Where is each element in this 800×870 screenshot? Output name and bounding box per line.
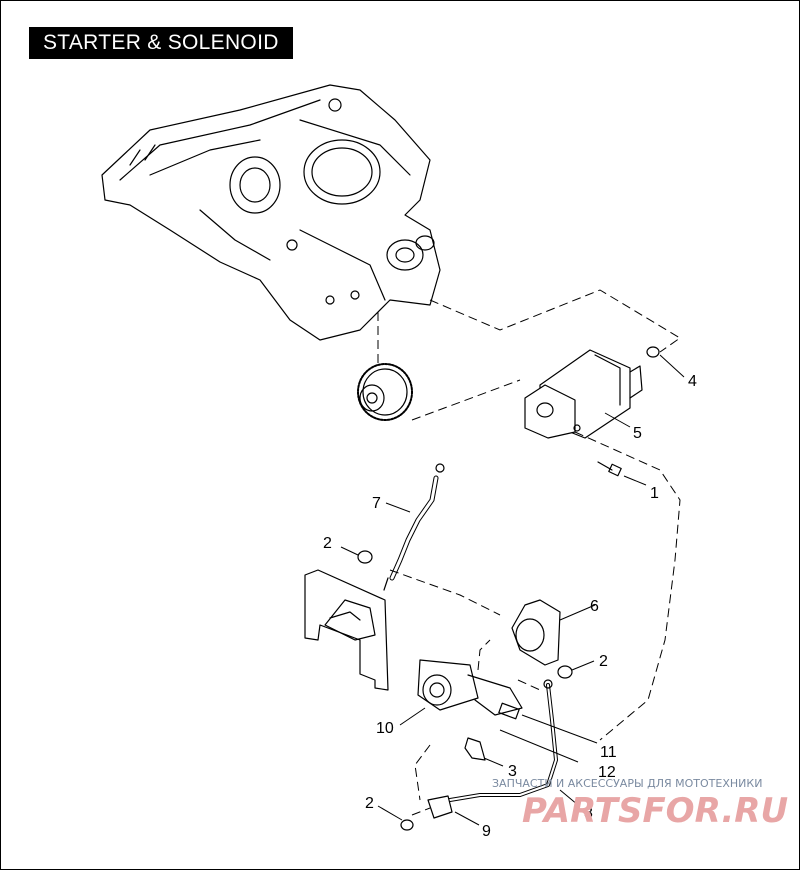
- callout-10: 10: [376, 720, 394, 737]
- leader-lines: [340, 354, 685, 826]
- solenoid-cover-6-drawing: [511, 599, 561, 666]
- callout-4: 4: [688, 373, 697, 390]
- callout-1: 1: [650, 485, 659, 502]
- callout-9: 9: [482, 823, 491, 840]
- nut-2a-drawing: [357, 550, 373, 564]
- callout-2-upper: 2: [323, 535, 332, 552]
- nut-4-drawing: [646, 346, 660, 358]
- clip-3-drawing: [464, 737, 486, 761]
- mounting-bracket-drawing: [304, 569, 389, 691]
- cable-8-drawing: [427, 679, 558, 819]
- solenoid-10-drawing: [417, 659, 523, 720]
- callout-7: 7: [372, 495, 381, 512]
- callout-3: 3: [508, 763, 517, 780]
- nut-2b-drawing: [557, 665, 573, 679]
- nut-2c-drawing: [400, 819, 414, 831]
- callout-5: 5: [633, 425, 642, 442]
- callout-labels: 1 2 2 2 3 4 5 6 7 8 9 10 11 12: [323, 373, 697, 840]
- callout-8: 8: [584, 805, 593, 822]
- watermark: ЗАПЧАСТИ И АКСЕССУАРЫ ДЛЯ МОТОТЕХНИКИ PA…: [492, 777, 788, 831]
- bolt-1-drawing: [597, 461, 622, 477]
- callout-12: 12: [598, 764, 616, 781]
- callout-2-right: 2: [599, 653, 608, 670]
- crankcase-drawing: [101, 84, 441, 341]
- diagram-title: STARTER & SOLENOID: [29, 27, 293, 59]
- watermark-logo: PARTSFOR.RU: [522, 791, 788, 831]
- callout-11: 11: [600, 744, 617, 761]
- callout-6: 6: [590, 598, 599, 615]
- starter-gear-drawing: [357, 363, 413, 421]
- starter-motor-drawing: [524, 349, 643, 439]
- cable-7-drawing: [383, 463, 445, 591]
- callout-2-lower: 2: [365, 795, 374, 812]
- assembly-lines: [377, 289, 681, 816]
- watermark-caption: ЗАПЧАСТИ И АКСЕССУАРЫ ДЛЯ МОТОТЕХНИКИ: [492, 777, 762, 790]
